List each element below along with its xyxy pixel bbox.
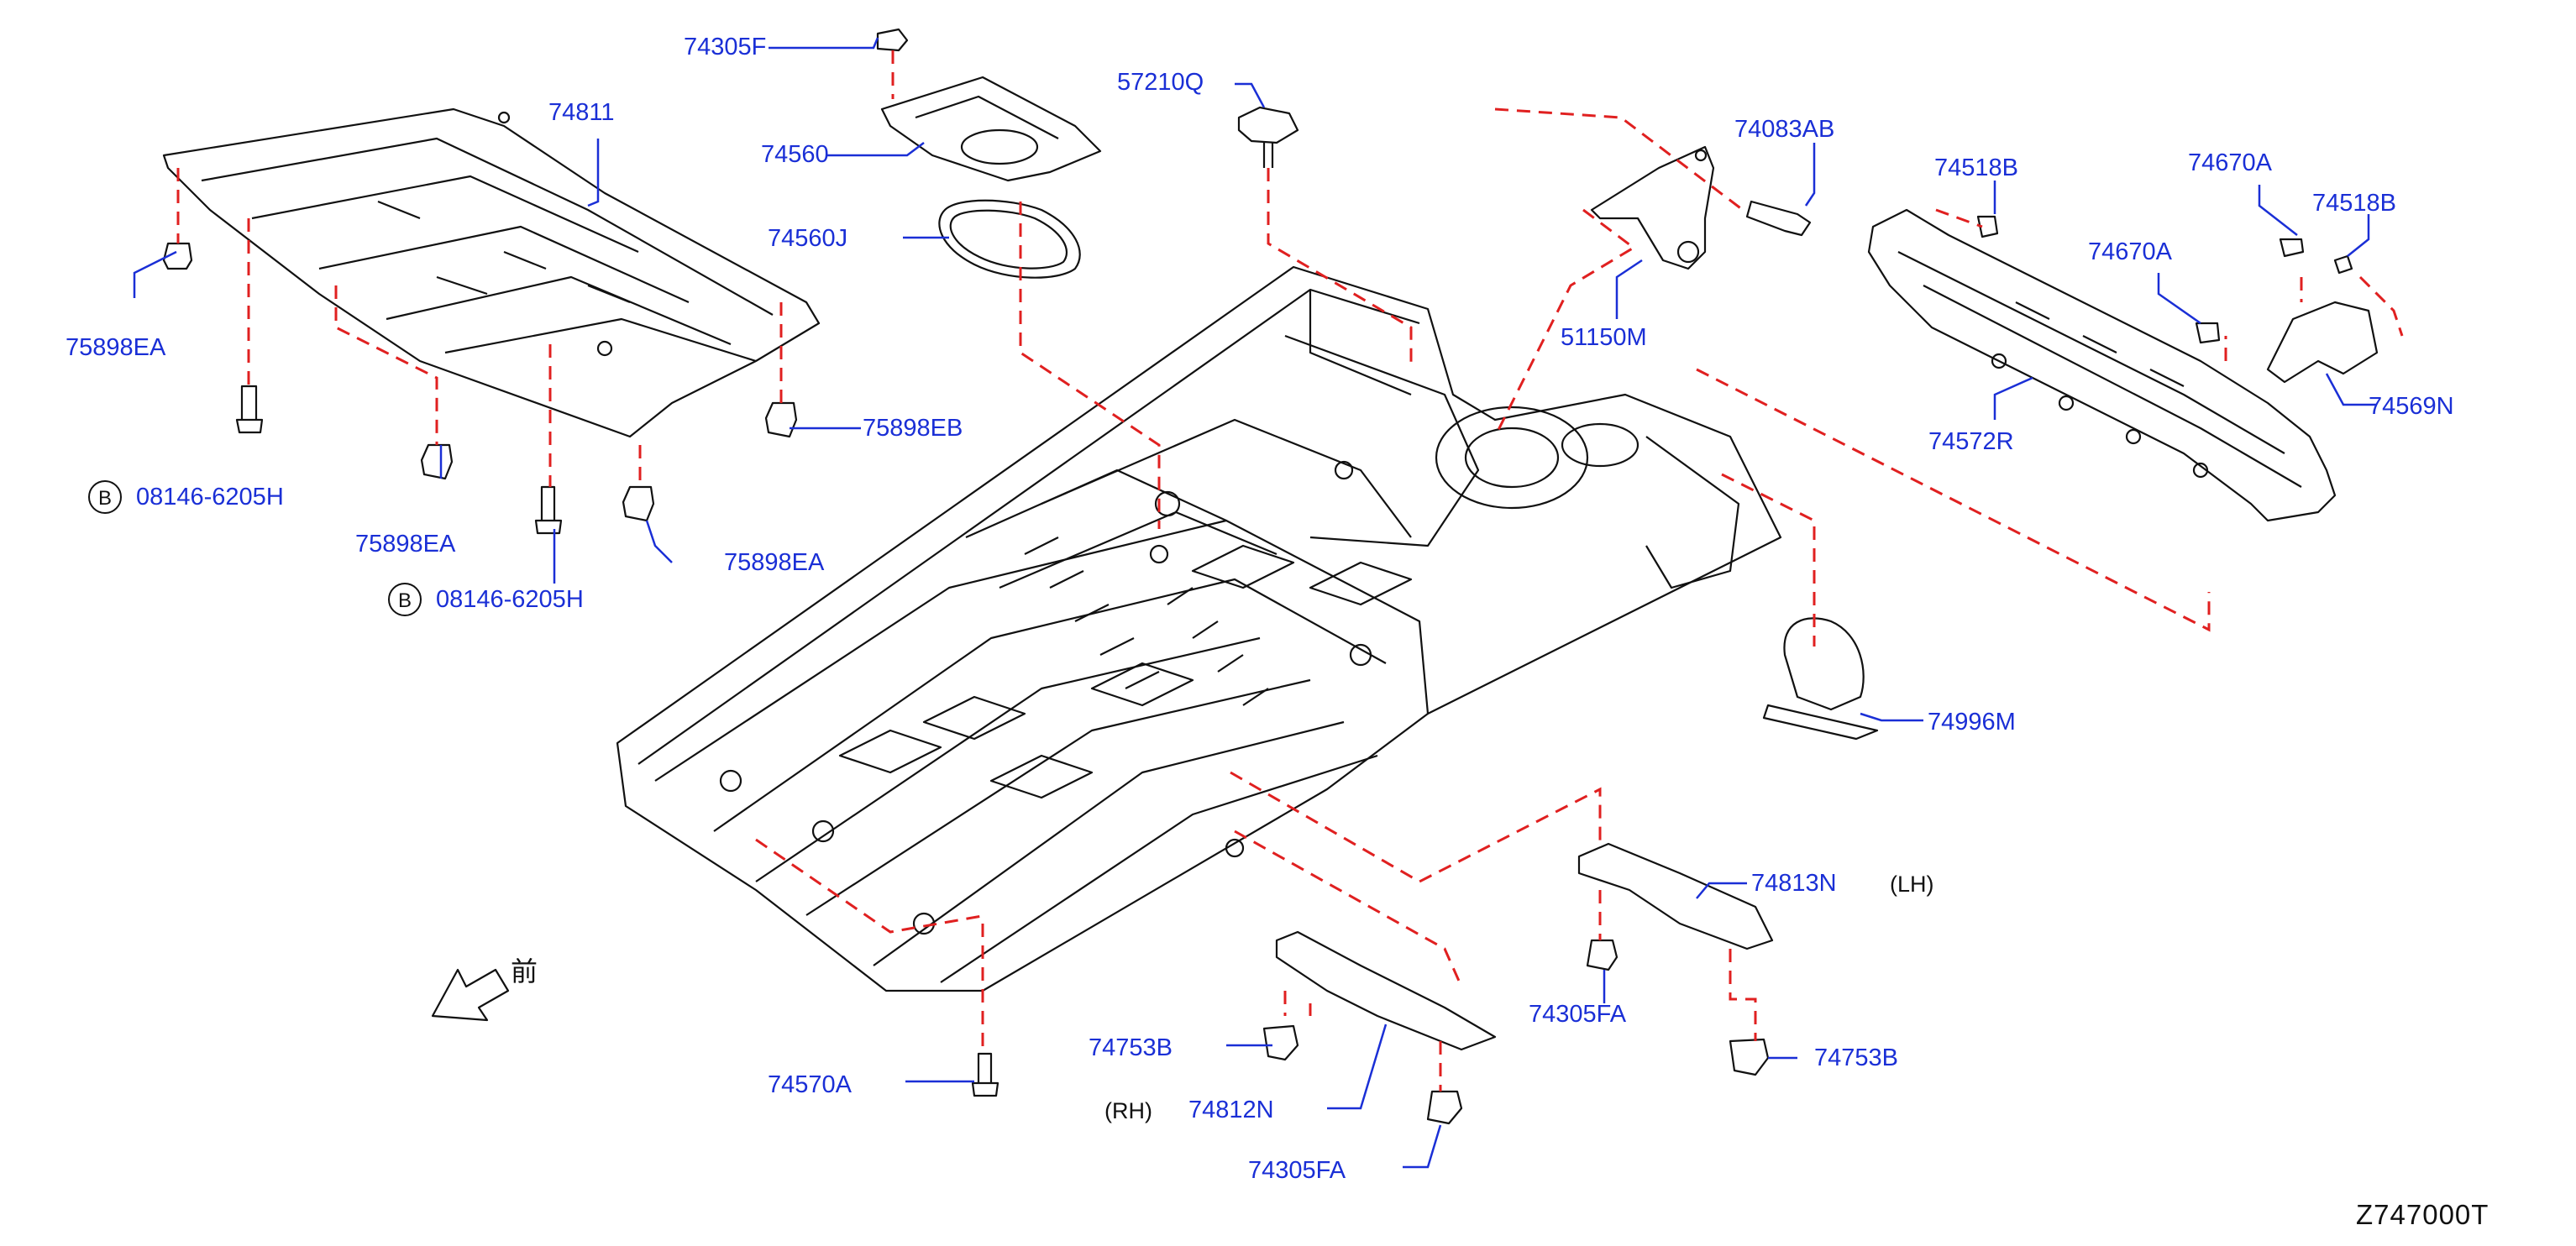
bracket-74569N [2266,301,2379,384]
fasteners [162,28,2353,1125]
label-74670A-top[interactable]: 74670A [2188,149,2272,176]
label-74570A[interactable]: 74570A [768,1071,852,1098]
label-74569N[interactable]: 74569N [2369,393,2454,420]
bolt-57210Q [1237,106,1299,168]
guide-lines [176,50,2404,1092]
bolt-74083AB [1745,200,1812,237]
label-51150M[interactable]: 51150M [1561,324,1647,351]
label-74811[interactable]: 74811 [548,99,615,126]
label-rh: (RH) [1104,1098,1152,1123]
label-08146-6205H-1[interactable]: 08146-6205H [136,484,284,510]
label-74813N[interactable]: 74813N [1751,870,1837,897]
label-08146-6205H-2[interactable]: 08146-6205H [436,586,584,613]
floor-pan-assembly [616,265,1782,992]
label-74670A-bottom[interactable]: 74670A [2088,238,2172,265]
label-75898EA-middle[interactable]: 75898EA [355,531,456,558]
drawing-code: Z747000T [2356,1199,2489,1230]
leader-lines [133,37,2377,1169]
member-74572R [1867,208,2337,522]
label-74305FA-bottom[interactable]: 74305FA [1248,1157,1346,1184]
label-74518B-right[interactable]: 74518B [2312,190,2396,217]
label-57210Q[interactable]: 57210Q [1117,69,1204,96]
label-74305F[interactable]: 74305F [684,34,767,60]
label-75898EA-left[interactable]: 75898EA [66,334,166,361]
front-arrow-icon [431,968,510,1022]
label-74572R[interactable]: 74572R [1928,428,2014,455]
bracket-74812N [1275,930,1497,1051]
circle-b-marker-2: B [388,583,422,616]
label-74996M[interactable]: 74996M [1928,709,2016,736]
label-74305FA-right[interactable]: 74305FA [1529,1001,1627,1028]
seal-74560J [938,199,1081,279]
label-lh: (LH) [1890,872,1934,897]
label-74560J[interactable]: 74560J [768,225,848,252]
under-cover-74811 [162,107,821,438]
bracket-51150M [1590,145,1715,270]
front-label: 前 [511,955,538,987]
label-74753B-right[interactable]: 74753B [1814,1044,1898,1071]
label-75898EA-right[interactable]: 75898EA [724,549,825,576]
circle-b-marker-1: B [88,480,122,514]
label-74812N[interactable]: 74812N [1188,1097,1274,1123]
label-74753B-left[interactable]: 74753B [1089,1034,1173,1061]
label-75898EB[interactable]: 75898EB [863,415,963,442]
grommet-74996M [1762,617,1879,741]
bracket-74813N [1577,842,1774,950]
plate-74560 [880,76,1102,182]
label-74083AB[interactable]: 74083AB [1734,116,1835,143]
label-74518B-left[interactable]: 74518B [1934,154,2018,181]
label-74560[interactable]: 74560 [761,141,829,168]
